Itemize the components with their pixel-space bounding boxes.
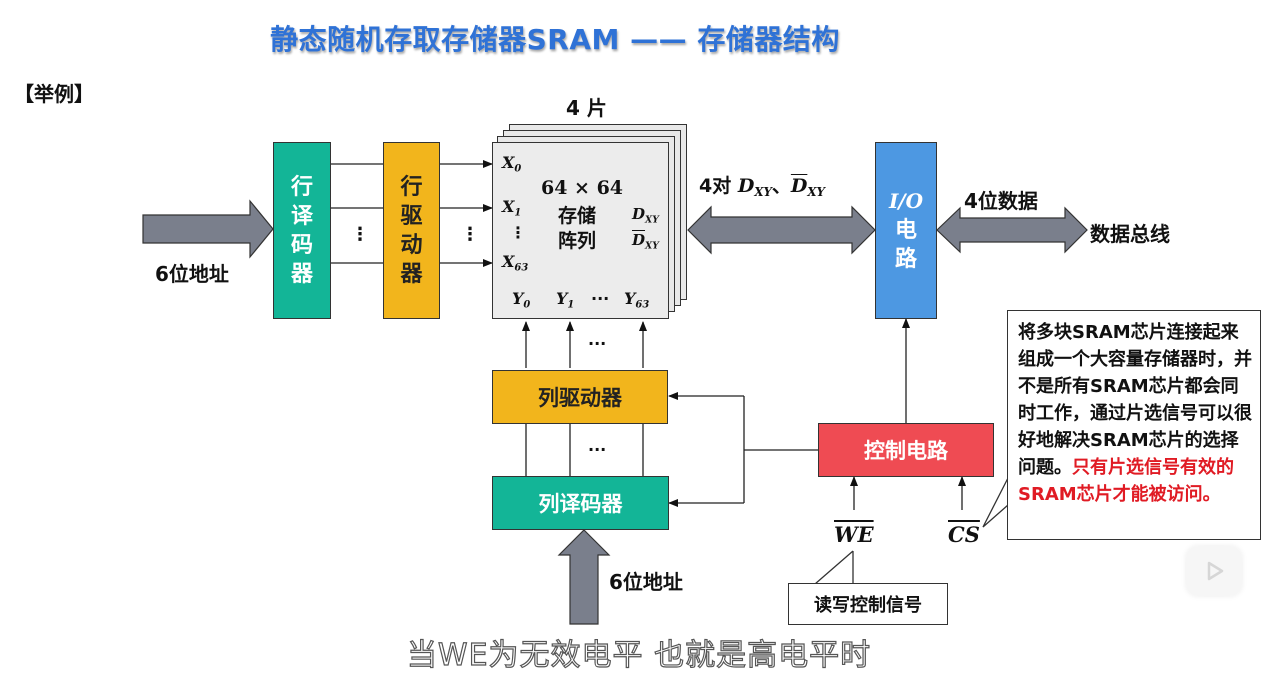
io-circuit-char: 电	[894, 218, 917, 243]
array-name-line1: 存储	[558, 205, 597, 227]
io-circuit-title: I/O	[888, 189, 924, 213]
row-select-ellipsis: ⋮	[510, 223, 526, 242]
chips-count-label: 4 片	[566, 96, 607, 120]
row-decoder-char: 译	[290, 203, 313, 229]
slide-title: 静态随机存取存储器SRAM —— 存储器结构	[270, 23, 840, 56]
example-label: 【举例】	[14, 82, 94, 106]
col-address-label: 6位地址	[609, 570, 683, 594]
data-line-dbar: DXY	[632, 231, 659, 252]
data-pairs-label: 4对 DXY、DXY	[699, 175, 825, 200]
data-bits-label: 4位数据	[964, 189, 1038, 213]
col-select-y63: Y63	[624, 289, 650, 311]
write-enable-signal: WE	[834, 522, 874, 547]
array-io-double-arrow	[687, 205, 876, 255]
play-icon	[1207, 561, 1224, 581]
row-decoder-char: 器	[290, 261, 313, 287]
callout-explanation: 将多块SRAM芯片连接起来组成一个大容量存储器时，并不是所有SRAM芯片都会同时…	[1018, 322, 1252, 478]
video-subtitle: 当WE为无效电平 也就是高电平时	[406, 637, 872, 673]
row-select-x63: X63	[502, 252, 529, 274]
col-select-ellipsis: ···	[591, 289, 610, 308]
row-driver-char: 行	[400, 174, 423, 200]
cs-callout-tail	[982, 477, 1009, 528]
row-driver-char: 器	[400, 261, 423, 287]
io-circuit-char: 路	[894, 247, 917, 272]
row-driver-char: 驱	[400, 203, 423, 229]
read-write-callout: 读写控制信号	[788, 583, 948, 625]
array-name-line2: 阵列	[558, 230, 597, 252]
row-select-x0: X0	[502, 153, 522, 175]
col-decoder-lines-ellipsis: ···	[588, 440, 607, 459]
column-driver: 列驱动器	[492, 370, 668, 424]
row-driver-char: 动	[400, 232, 423, 258]
col-driver-lines-ellipsis: ···	[588, 334, 607, 353]
row-select-x1: X1	[502, 197, 522, 219]
array-size: 64 × 64	[541, 177, 624, 199]
control-circuit: 控制电路	[818, 423, 994, 477]
row-decoder-char: 码	[290, 232, 313, 258]
io-circuit: I/O 电 路	[875, 142, 937, 319]
driver-lines-ellipsis: ⋮	[461, 224, 479, 245]
col-select-y0: Y0	[512, 289, 531, 311]
row-decoder-char: 行	[290, 174, 313, 200]
column-decoder: 列译码器	[492, 476, 669, 530]
row-lines-ellipsis: ⋮	[351, 224, 369, 245]
video-play-button[interactable]	[1186, 546, 1242, 596]
row-address-label: 6位地址	[155, 262, 229, 286]
callout-highlight: 只有片选信号有效的SRAM芯片才能被访问。	[1018, 457, 1234, 505]
chip-select-callout: 将多块SRAM芯片连接起来组成一个大容量存储器时，并不是所有SRAM芯片都会同时…	[1007, 310, 1261, 540]
data-line-d: DXY	[632, 205, 659, 226]
row-driver: 行 驱 动 器	[383, 142, 440, 319]
row-address-arrow	[142, 199, 274, 259]
io-bus-double-arrow	[936, 206, 1088, 254]
data-bus-label: 数据总线	[1090, 222, 1170, 246]
chip-select-signal: CS	[948, 522, 980, 547]
col-select-y1: Y1	[556, 289, 575, 311]
storage-array: X0 X1 ⋮ X63 64 × 64 存储 阵列 DXY DXY Y0 Y1 …	[492, 142, 669, 319]
col-address-arrow	[557, 529, 611, 625]
row-decoder: 行 译 码 器	[273, 142, 331, 319]
